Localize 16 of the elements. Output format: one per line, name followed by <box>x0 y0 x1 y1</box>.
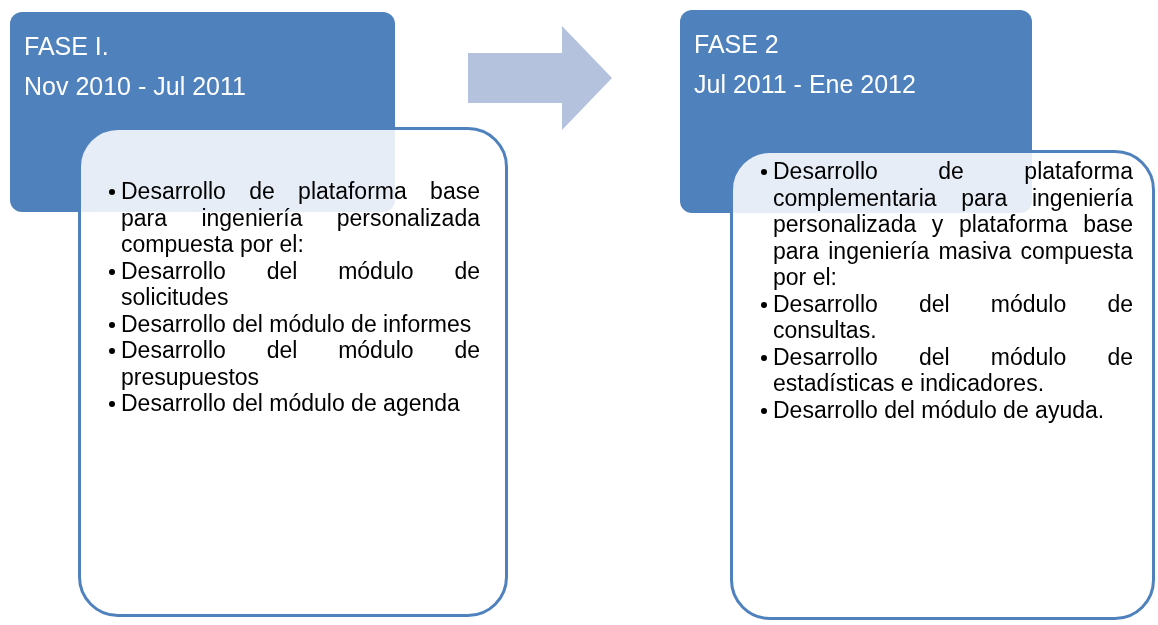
date-range: Nov 2010 - Jul 2011 <box>24 71 247 102</box>
phase-title: FASE I. <box>24 31 110 62</box>
bullet-text: Desarrollo del módulo de solicitudes <box>121 257 480 310</box>
bullet-text: Desarrollo del módulo de consultas. <box>773 290 1133 343</box>
block-arrow <box>468 26 612 130</box>
bullet-text: Desarrollo del módulo de estadísticas e indicadores. <box>773 343 1133 396</box>
bullet-text: Desarrollo del módulo de agenda <box>121 390 460 416</box>
bullet-text: Desarrollo del módulo de ayuda. <box>773 396 1105 423</box>
bullet-text: Desarrollo de plataforma base para ingeniería personalizada compuesta por el: <box>121 178 480 257</box>
task-list-card <box>78 127 508 617</box>
bullet-text: Desarrollo de plataforma complementaria para ingeniería personalizada y plataforma base para ingeniería masiva compuesta por el: <box>773 158 1133 290</box>
bullet-text: Desarrollo del módulo de informes <box>121 310 472 337</box>
date-range: Jul 2011 - Ene 2012 <box>694 69 917 100</box>
bullet-text: Desarrollo del módulo de presupuestos <box>121 337 480 390</box>
task-list-card <box>730 150 1155 620</box>
phase-title: FASE 2 <box>694 29 780 60</box>
